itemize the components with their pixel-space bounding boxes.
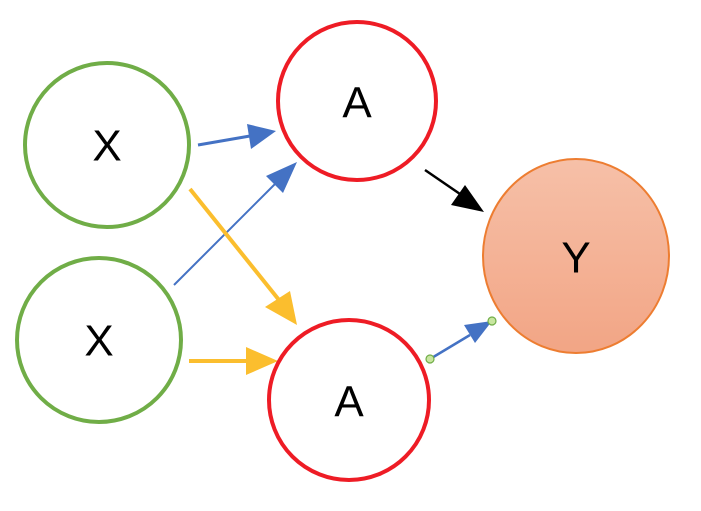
node-x-bottom-circle[interactable] [15, 256, 183, 424]
connector-start-handle[interactable] [425, 354, 435, 364]
node-x-top-label: X [92, 122, 121, 171]
connector-end-handle[interactable] [487, 316, 497, 326]
edge-a-top-to-y [424, 168, 484, 212]
node-y-circle[interactable] [482, 158, 670, 354]
node-y-label: Y [561, 234, 590, 283]
node-x-top-circle[interactable] [23, 61, 191, 229]
arrowhead-icon [266, 162, 297, 193]
node-x-bottom[interactable]: X [15, 256, 183, 424]
node-a-bottom-circle[interactable] [267, 318, 431, 482]
arrowhead-icon [247, 124, 276, 149]
node-a-top-circle[interactable] [276, 20, 438, 182]
edge-line [197, 134, 251, 147]
arrowhead-icon [265, 291, 297, 325]
node-a-bottom[interactable]: A [267, 318, 431, 482]
node-x-top[interactable]: X [23, 61, 191, 229]
arrowhead-icon [246, 347, 278, 375]
edge-line [424, 168, 461, 196]
node-a-top-label: A [342, 79, 372, 128]
edge-x-top-to-a-top [197, 124, 276, 149]
arrowhead-icon [464, 321, 492, 343]
node-a-top[interactable]: A [276, 20, 438, 182]
edge-x-bottom-to-a-bottom [189, 347, 278, 375]
edge-line [188, 187, 281, 302]
node-x-bottom-label: X [84, 317, 113, 366]
edge-line[interactable] [429, 333, 471, 361]
edge-x-bottom-to-a-top [173, 162, 297, 286]
arrowhead-icon [451, 185, 484, 212]
node-y[interactable]: Y [482, 158, 670, 354]
edge-x-top-to-a-bottom [188, 187, 297, 325]
edges [173, 124, 497, 375]
edge-a-bottom-to-y[interactable] [425, 316, 497, 364]
node-a-bottom-label: A [334, 378, 364, 427]
